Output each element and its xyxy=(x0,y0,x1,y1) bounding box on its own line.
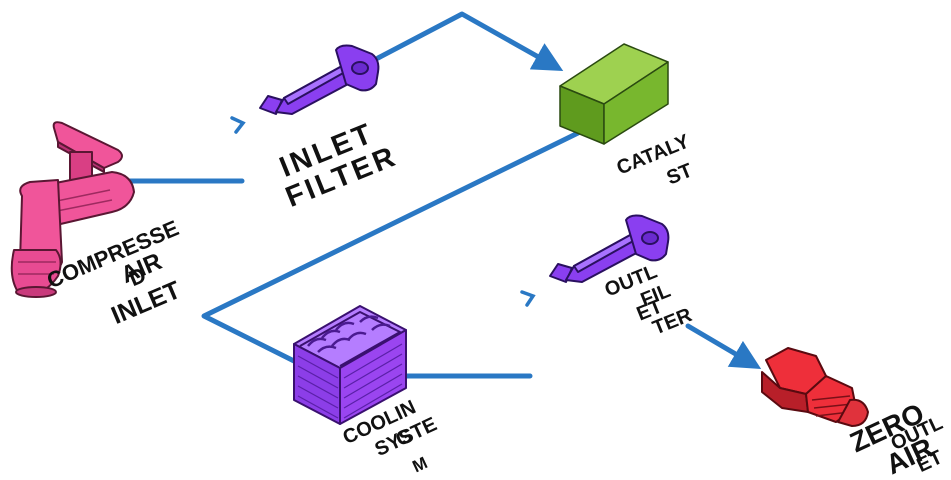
chevron-right-icon xyxy=(520,290,536,307)
pipe-outlet-filter-to-zero-air xyxy=(685,323,762,370)
pipe-catalyst-to-cooling xyxy=(201,130,581,367)
heat-exchanger-icon xyxy=(293,305,407,425)
filter-cartridge-icon xyxy=(259,44,380,115)
hex-fitting-icon xyxy=(761,347,869,427)
filter-cartridge-icon xyxy=(549,214,670,283)
pipe-lines xyxy=(127,11,762,379)
faucet-valve-icon xyxy=(10,121,135,298)
chevron-right-icon xyxy=(230,116,246,134)
pipe-filter-to-catalyst xyxy=(375,11,564,71)
catalyst-block-icon xyxy=(559,43,669,145)
